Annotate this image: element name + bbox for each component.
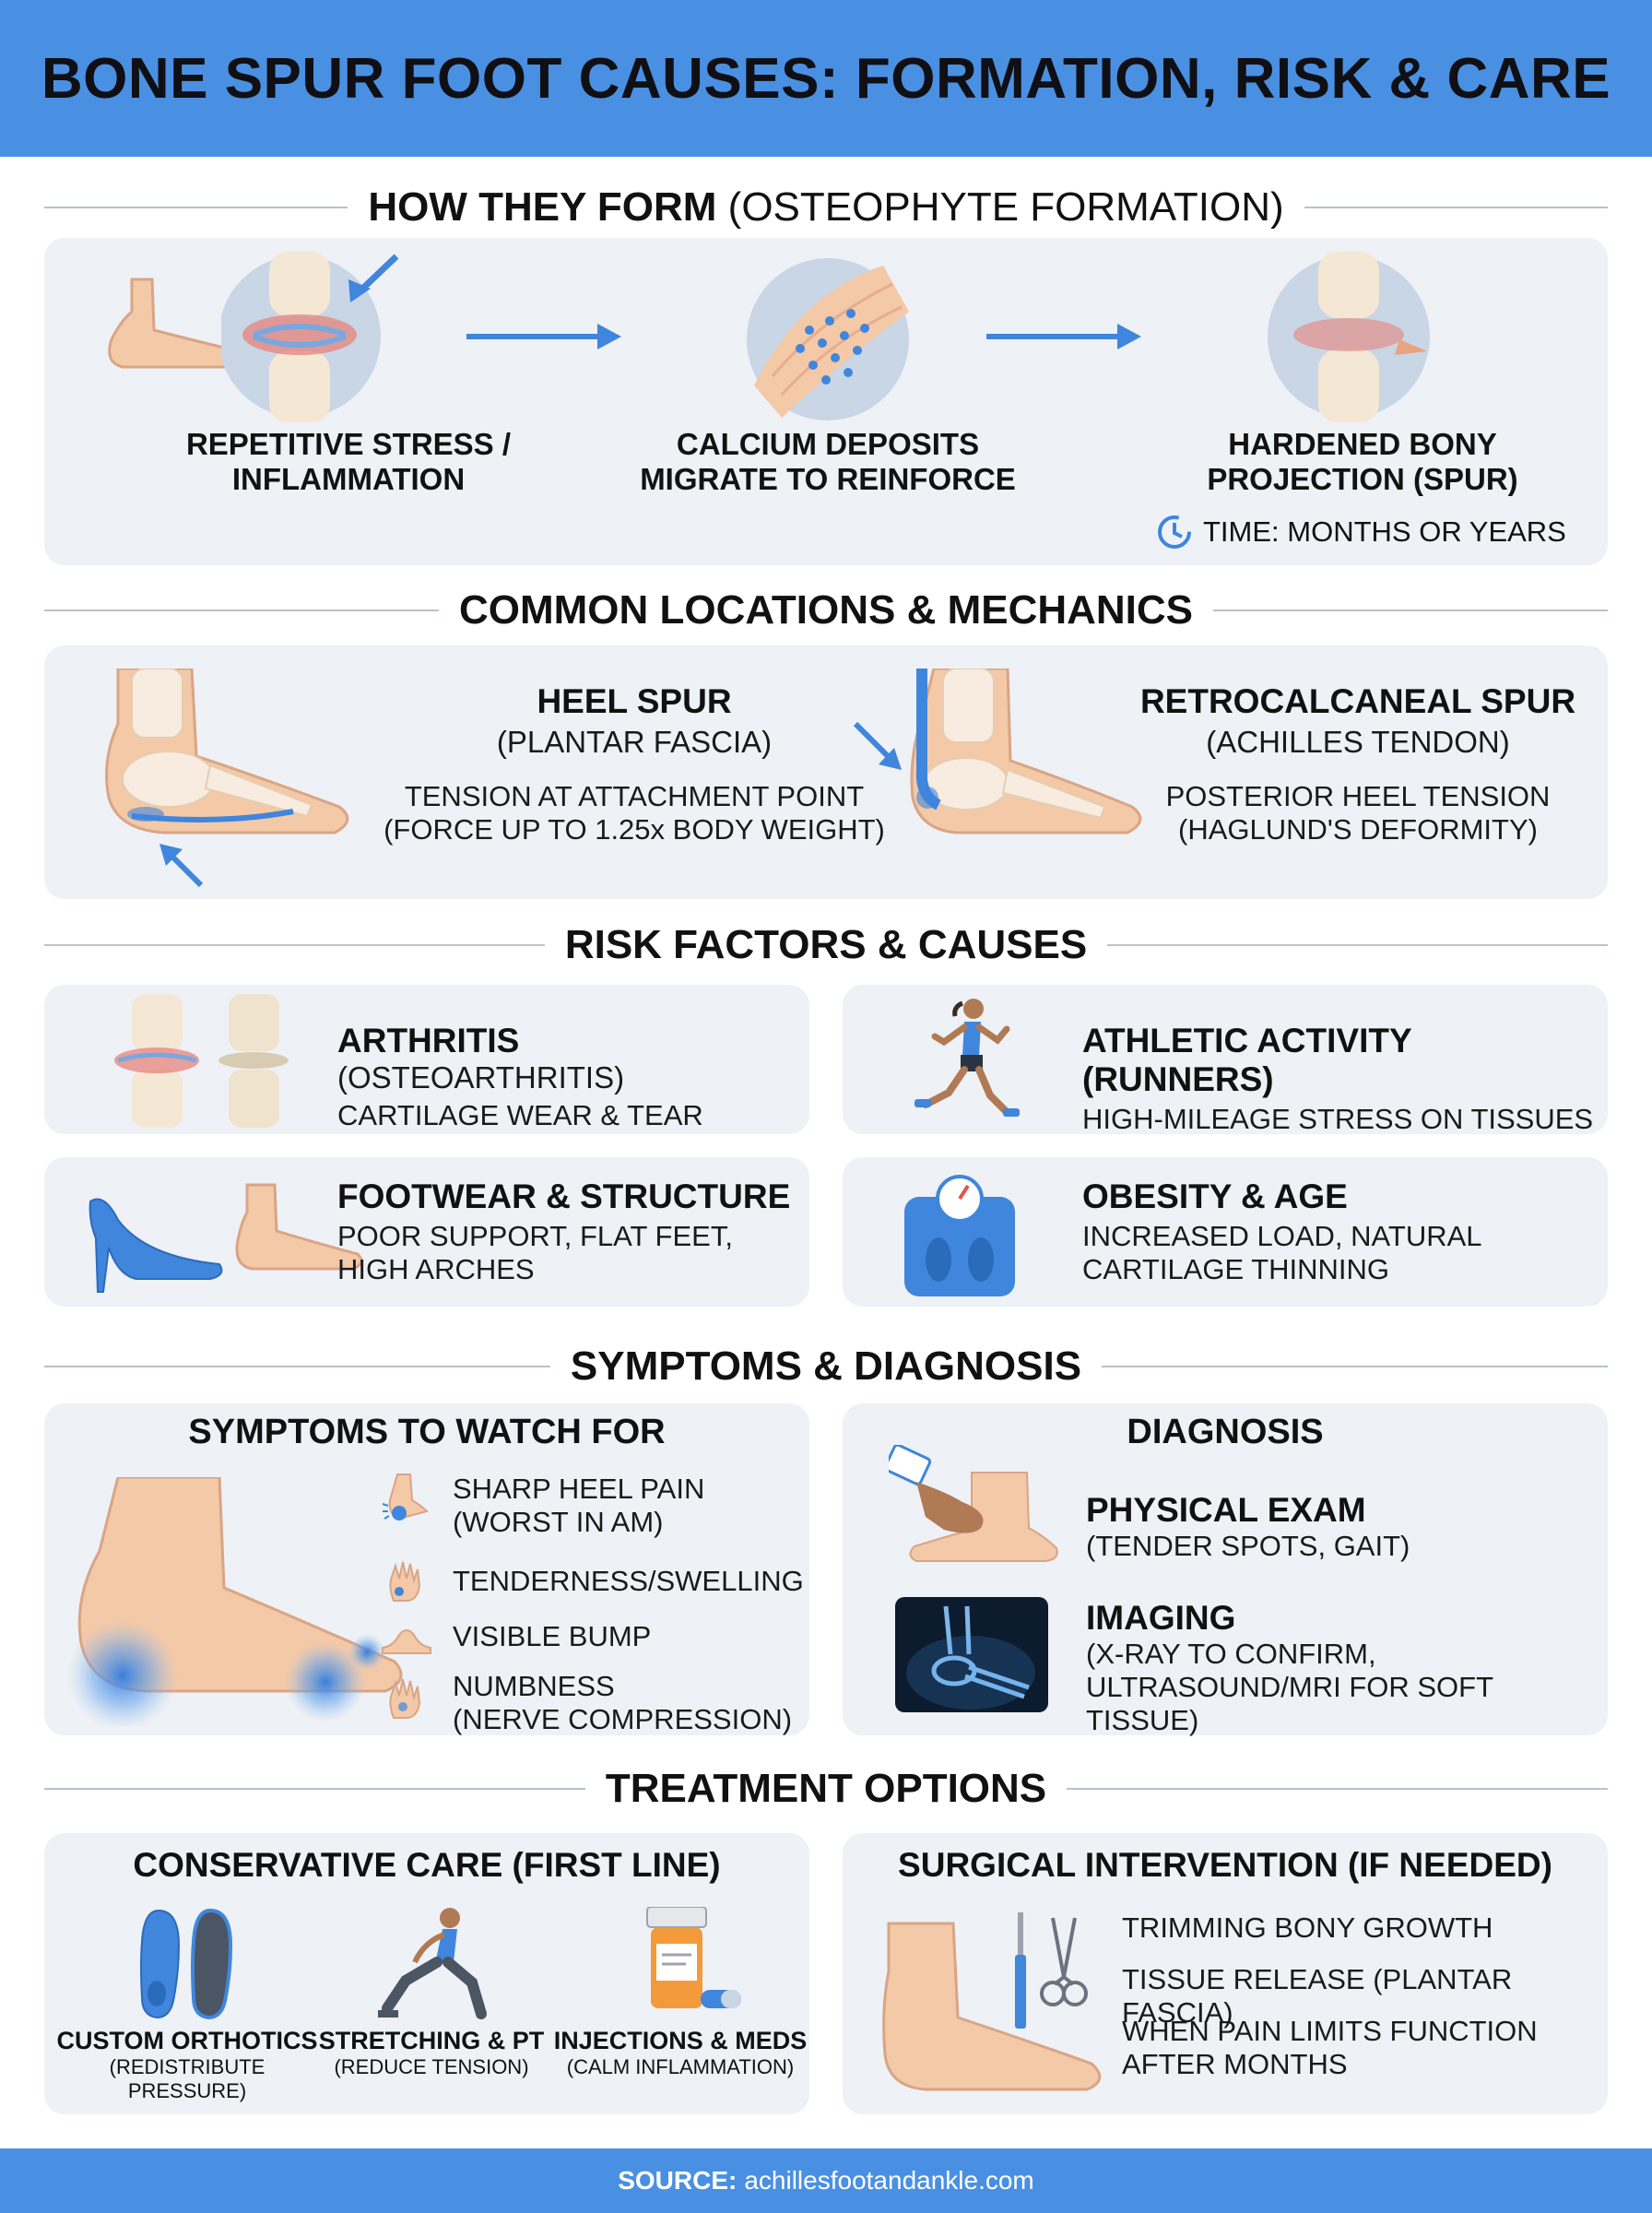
retrocalcaneal-foot-icon bbox=[853, 669, 1142, 834]
runner-icon bbox=[914, 999, 1020, 1117]
symptom-item: NUMBNESS(NERVE COMPRESSION) bbox=[381, 1670, 804, 1753]
physical-exam-text: PHYSICAL EXAM (TENDER SPOTS, GAIT) bbox=[1086, 1491, 1410, 1562]
surgical-foot-icon bbox=[882, 1922, 1102, 2091]
xray-icon bbox=[895, 1597, 1048, 1712]
source-label: SOURCE: bbox=[618, 2166, 738, 2195]
page-header: BONE SPUR FOOT CAUSES: FORMATION, RISK &… bbox=[0, 0, 1652, 157]
symptoms-title: SYMPTOMS TO WATCH FOR bbox=[188, 1413, 666, 1451]
heel-pain-icon bbox=[382, 1473, 429, 1521]
source-url[interactable]: achillesfootandankle.com bbox=[744, 2166, 1034, 2195]
section-heading-locations: COMMON LOCATIONS & MECHANICS bbox=[44, 583, 1609, 638]
flow-arrow-2 bbox=[986, 324, 1141, 349]
scale-icon bbox=[904, 1175, 1015, 1296]
tender-hand-icon bbox=[389, 1561, 421, 1602]
symptom-item: TENDERNESS/SWELLING bbox=[381, 1556, 804, 1607]
numb-hand-icon bbox=[389, 1678, 421, 1719]
surgical-item: TISSUE RELEASE (PLANTAR FASCIA) bbox=[1122, 1963, 1513, 2029]
symptom-list: SHARP HEEL PAIN(WORST IN AM) TENDERNESS/… bbox=[381, 1473, 804, 1753]
high-heel-icon bbox=[88, 1198, 223, 1293]
stretching-icon bbox=[378, 1908, 487, 2019]
imaging-text: IMAGING (X-RAY TO CONFIRM, ULTRASOUND/MR… bbox=[1086, 1599, 1493, 1736]
section-heading-risk: RISK FACTORS & CAUSES bbox=[44, 917, 1608, 973]
time-note: TIME: MONTHS OR YEARS bbox=[1155, 513, 1566, 551]
symptoms-panel: SYMPTOMS TO WATCH FOR SHARP HEEL PAIN(WO… bbox=[44, 1403, 809, 1735]
retrocalcaneal-text: RETROCALCANEAL SPUR (ACHILLES TENDON) PO… bbox=[1139, 682, 1576, 846]
surgical-title: SURGICAL INTERVENTION (IF NEEDED) bbox=[898, 1846, 1552, 1884]
calcium-deposit-icon bbox=[747, 258, 909, 420]
conservative-care-panel: CONSERVATIVE CARE (FIRST LINE) CUSTOM OR… bbox=[44, 1833, 809, 2114]
surgical-panel: SURGICAL INTERVENTION (IF NEEDED) TRIMMI… bbox=[843, 1833, 1608, 2114]
conservative-title: CONSERVATIVE CARE (FIRST LINE) bbox=[133, 1846, 721, 1884]
flow-arrow-1 bbox=[466, 324, 621, 349]
athletic-text: ATHLETIC ACTIVITY (RUNNERS) HIGH-MILEAGE… bbox=[1082, 1022, 1594, 1135]
surgical-tools-icon bbox=[1015, 1912, 1088, 2029]
formation-panel: REPETITIVE STRESS /INFLAMMATION CALCIUM … bbox=[44, 238, 1608, 565]
section-heading-formation: HOW THEY FORM (OSTEOPHYTE FORMATION) bbox=[44, 180, 1609, 235]
source-footer: SOURCE: achillesfootandankle.com bbox=[0, 2148, 1652, 2213]
orthotics-icon bbox=[140, 1909, 233, 2019]
section-heading-symptoms: SYMPTOMS & DIAGNOSIS bbox=[44, 1339, 1608, 1394]
formation-heading-bold: HOW THEY FORM bbox=[368, 184, 717, 230]
medication-icon bbox=[646, 1907, 741, 2008]
symptom-item: SHARP HEEL PAIN(WORST IN AM) bbox=[381, 1473, 804, 1556]
orthotics-text: CUSTOM ORTHOTICS (REDISTRIBUTE PRESSURE) bbox=[56, 2027, 318, 2102]
footwear-text: FOOTWEAR & STRUCTURE POOR SUPPORT, FLAT … bbox=[337, 1178, 791, 1285]
step1-label: REPETITIVE STRESS /INFLAMMATION bbox=[185, 427, 512, 496]
risk-card-athletic: ATHLETIC ACTIVITY (RUNNERS) HIGH-MILEAGE… bbox=[843, 985, 1608, 1135]
section-heading-treatment: TREATMENT OPTIONS bbox=[44, 1761, 1609, 1817]
heel-spur-foot-icon bbox=[105, 669, 349, 888]
inflamed-joint-icon bbox=[221, 252, 399, 422]
painful-foot-icon bbox=[67, 1477, 403, 1726]
locations-panel: HEEL SPUR (PLANTAR FASCIA) TENSION AT AT… bbox=[44, 645, 1608, 899]
physical-exam-icon bbox=[889, 1445, 1058, 1562]
heel-spur-text: HEEL SPUR (PLANTAR FASCIA) TENSION AT AT… bbox=[384, 682, 885, 846]
symptom-item: VISIBLE BUMP bbox=[381, 1611, 804, 1663]
clock-icon bbox=[1158, 515, 1191, 549]
obesity-text: OBESITY & AGE INCREASED LOAD, NATURAL CA… bbox=[1082, 1178, 1482, 1285]
injections-text: INJECTIONS & MEDS (CALM INFLAMMATION) bbox=[553, 2027, 808, 2078]
surgical-item: TRIMMING BONY GROWTH bbox=[1122, 1911, 1493, 1944]
arthritic-knee-icon bbox=[114, 994, 289, 1128]
risk-card-arthritis: ARTHRITIS (OSTEOARTHRITIS) CARTILAGE WEA… bbox=[44, 985, 809, 1134]
surgical-item: AFTER MONTHS bbox=[1122, 2048, 1348, 2080]
page-title: BONE SPUR FOOT CAUSES: FORMATION, RISK &… bbox=[41, 46, 1611, 111]
formation-heading-thin: (OSTEOPHYTE FORMATION) bbox=[727, 184, 1284, 230]
surgical-item: WHEN PAIN LIMITS FUNCTION bbox=[1122, 2015, 1538, 2047]
bump-icon bbox=[382, 1629, 431, 1654]
bone-spur-joint-icon bbox=[1268, 252, 1430, 422]
risk-card-obesity: OBESITY & AGE INCREASED LOAD, NATURAL CA… bbox=[843, 1157, 1608, 1307]
diagnosis-panel: DIAGNOSIS PHYSICAL EXAM (TENDER SPOTS, G… bbox=[843, 1403, 1608, 1736]
arthritis-text: ARTHRITIS (OSTEOARTHRITIS) CARTILAGE WEA… bbox=[337, 1022, 703, 1131]
diagnosis-title: DIAGNOSIS bbox=[1127, 1413, 1324, 1451]
risk-card-footwear: FOOTWEAR & STRUCTURE POOR SUPPORT, FLAT … bbox=[44, 1157, 809, 1307]
flat-foot-icon bbox=[235, 1183, 363, 1271]
surgical-list: TRIMMING BONY GROWTH TISSUE RELEASE (PLA… bbox=[1122, 1911, 1608, 2081]
stretching-text: STRETCHING & PT (REDUCE TENSION) bbox=[318, 2027, 545, 2078]
